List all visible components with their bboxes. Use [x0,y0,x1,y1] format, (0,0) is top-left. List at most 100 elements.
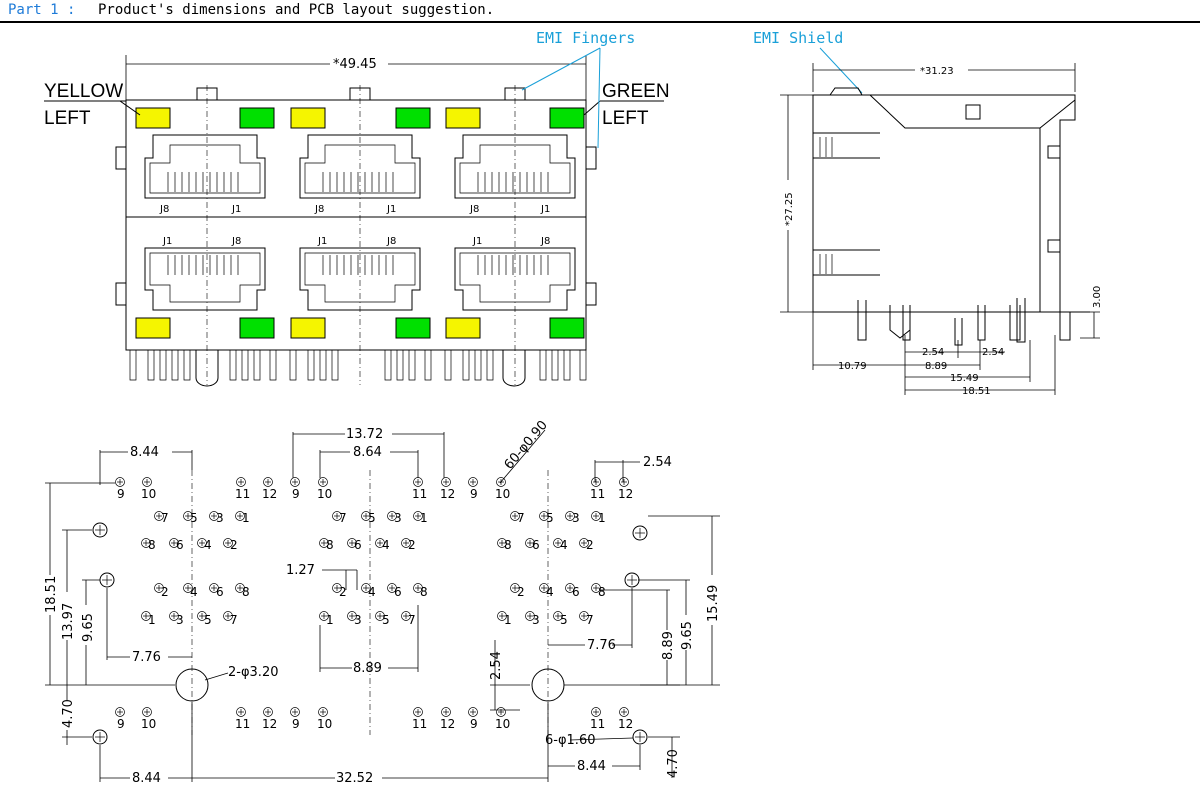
dim-pcb-776l: 7.76 [132,650,161,665]
jack-label: J8 [159,204,169,215]
rj45-port-icon [454,247,576,311]
mounting-hole-icon [175,668,209,702]
dim-side-a: 2.54 [922,347,944,358]
pin-number: 3 [216,511,224,525]
pin-number: 12 [262,717,277,731]
pin-number: 12 [262,487,277,501]
pin-number: 5 [190,511,198,525]
led-yellow-icon [445,107,481,129]
pin-number: 1 [326,613,334,627]
dim-pcb-r1549: 15.49 [706,585,721,622]
page-title: Product's dimensions and PCB layout sugg… [98,2,495,18]
pin-number: 12 [440,717,455,731]
pin-number: 3 [532,613,540,627]
pin-number: 2 [339,585,347,599]
pin-number: 10 [141,487,156,501]
pcb-pin: 7 [579,611,594,627]
pcb-pin: 1 [413,511,428,525]
pin-number: 9 [470,487,478,501]
pin-number: 3 [176,613,184,627]
pin-number: 2 [517,585,525,599]
pin-number: 10 [317,717,332,731]
pin-number: 6 [572,585,580,599]
pcb-pin: 2 [401,538,416,552]
pcb-pin: 9 [290,707,300,731]
pcb-pin: 5 [553,611,568,627]
pin-number: 2 [230,538,238,552]
dim-pcb-tl: 8.44 [130,445,159,460]
pin-number: 1 [598,511,606,525]
led-green-icon [549,107,585,129]
dim-pcb-254: 2.54 [489,651,504,680]
pcb-pin: 10 [317,707,332,731]
pcb-pin: 1 [319,611,334,627]
pcb-pin: 9 [115,477,125,501]
dim-pcb-b3252: 32.52 [336,771,373,786]
pcb-pin: 2 [510,583,525,599]
dim-pcb-r889: 8.89 [661,631,676,660]
dim-side-e: 15.49 [950,373,979,384]
pcb-pin: 11 [235,477,250,501]
pcb-pin: 10 [141,707,156,731]
pin-number: 2 [408,538,416,552]
dim-pcb-r470: 4.70 [666,749,681,778]
pin-number: 7 [408,613,416,627]
pin-number: 4 [546,585,554,599]
pcb-pin: 9 [290,477,300,501]
emi-shield-label: EMI Shield [753,29,843,47]
pcb-pin: 1 [497,611,512,627]
pcb-pin: 3 [169,611,184,627]
pcb-pin: 12 [262,707,277,731]
pin-number: 6 [176,538,184,552]
pin-number: 11 [235,717,250,731]
pin-number: 4 [382,538,390,552]
dim-side-length: *31.23 [920,66,954,77]
pin-number: 7 [161,511,169,525]
pcb-pin: 5 [375,611,390,627]
dim-pcb-pins: 60-φ0.90 [502,418,551,473]
pin-number: 6 [354,538,362,552]
small-hole-icon [632,525,648,541]
pin-number: 7 [586,613,594,627]
pcb-pin: 12 [440,477,455,501]
dim-pin-length: 3.00 [1092,286,1103,308]
pin-number: 11 [412,487,427,501]
small-hole-icon [632,729,648,745]
dim-pcb-h1: 18.51 [44,576,59,613]
pcb-pin: 12 [262,477,277,501]
led-green-icon [395,107,431,129]
pcb-pin: 7 [154,511,169,525]
led-yellow-icon [445,317,481,339]
pcb-pin: 8 [235,583,250,599]
pcb-pin: 6 [347,538,362,552]
pcb-pin: 6 [209,583,224,599]
pin-number: 10 [317,487,332,501]
pin-number: 8 [326,538,334,552]
dim-pcb-r965: 9.65 [680,621,695,650]
pin-number: 5 [204,613,212,627]
dim-pcb-hole: 2-φ3.20 [228,665,278,680]
pcb-pin: 2 [223,538,238,552]
dim-pcb-h4: 4.70 [61,699,76,728]
led-green-icon [549,317,585,339]
dim-pcb-h2: 13.97 [61,603,76,640]
dim-side-c: 10.79 [838,361,867,372]
pin-number: 6 [216,585,224,599]
front-view: *49.45 [44,29,670,387]
pin-number: 3 [572,511,580,525]
jack-label: J8 [469,204,479,215]
led-green-icon [239,317,275,339]
pin-number: 11 [590,487,605,501]
pcb-pin: 7 [510,511,525,525]
pcb-pin: 4 [539,583,554,599]
pcb-pin: 8 [319,538,334,552]
small-hole-icon [624,572,640,588]
left-label: LEFT [602,108,649,129]
pin-number: 12 [440,487,455,501]
pin-number: 11 [590,717,605,731]
pcb-pin: 3 [209,511,224,525]
pin-number: 4 [190,585,198,599]
pin-number: 6 [394,585,402,599]
pin-number: 7 [230,613,238,627]
pcb-pin: 10 [495,707,510,731]
